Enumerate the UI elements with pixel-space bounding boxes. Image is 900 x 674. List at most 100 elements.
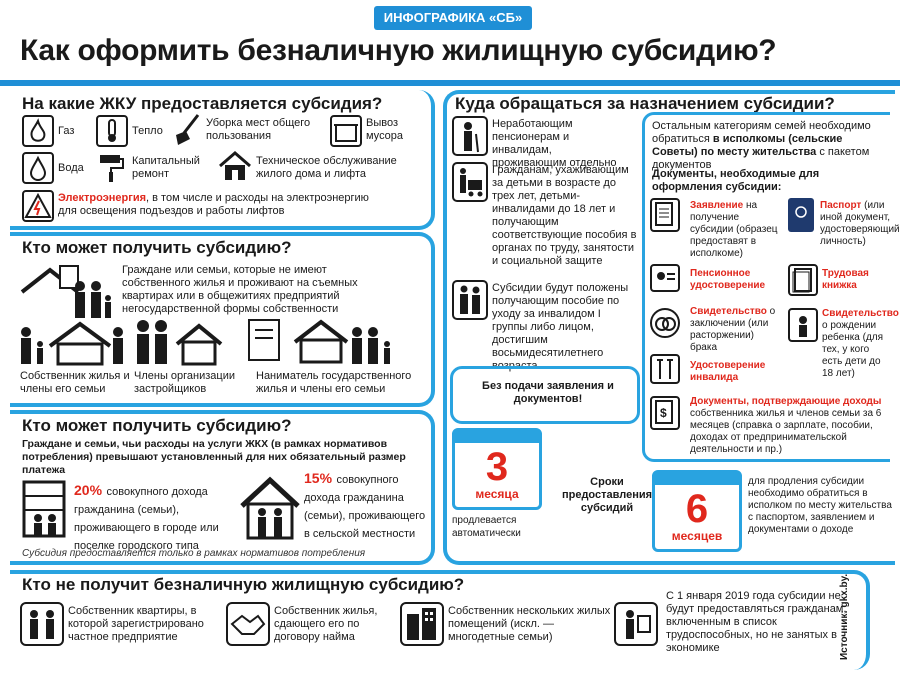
water-label: Вода [58,162,84,174]
village-house-icon [240,476,300,540]
doc-disability: Удостоверение инвалида [690,360,766,383]
handshake-icon [226,602,270,646]
months-6-label: месяцев [671,529,723,543]
passport-icon [788,198,814,232]
title-divider [0,80,900,86]
doc-application-desc: на получение субсидии (образец предостав… [690,200,778,259]
other-categories-box [642,112,890,462]
city-percent: 20% [74,482,103,498]
income-village-text: 15% совокупного дохода гражданина (семьи… [304,470,429,542]
electricity-label: Электроэнергия [58,192,147,204]
not-eligible-title: Кто не получит безналичную жилищную субс… [22,575,465,594]
other-text-1: Остальным категориям семей необходимо об… [652,120,871,145]
apply-parents: Гражданам, ухаживающим за детьми в возра… [492,164,637,267]
infographic-tag: ИНФОГРАФИКА «СБ» [374,6,532,30]
not-eligible-4: С 1 января 2019 года субсидии не будут п… [666,590,847,654]
garbage-label: Вывоз мусора [366,117,404,142]
eligibility-title: Кто может получить субсидию? [22,238,292,257]
thermometer-icon [96,115,128,147]
eligibility-desc: Граждане или семьи, которые не имеют соб… [122,264,358,315]
doc-income-title: Документы, подтверждающие доходы [690,396,882,407]
developers-icon [133,316,228,366]
income-doc-icon: $ [650,396,680,430]
no-application-text: Без подачи заявления и документов! [482,380,614,405]
utilities-panel [10,90,435,230]
months-6-number: 6 [685,487,709,531]
owner-family-icon [18,318,128,366]
buildings-icon [400,602,444,646]
paint-roller-icon [96,152,126,184]
heat-label: Тепло [132,125,163,137]
not-eligible-1: Собственник квартиры, в которой зарегист… [68,605,204,643]
utilities-title: На какие ЖКУ предоставляется субсидия? [22,94,383,113]
doc-application-title: Заявление [690,200,744,211]
income-note: Субсидия предоставляется только в рамках… [22,548,366,559]
owner-label: Собственник жилья и члены его семьи [20,370,130,395]
not-eligible-3: Собственник нескольких жилых помещений (… [448,605,611,643]
months-3-label: месяца [475,487,519,501]
tenant-label: Наниматель государственного жилья и член… [256,370,412,395]
extension-text: для продления субсидии необходимо обрати… [748,476,892,535]
eligibility-panel [10,232,435,407]
doc-pension: Пенсионное удостоверение [690,268,766,291]
income-desc: Граждане и семьи, чьи расходы на услуги … [22,438,406,476]
income-title: Кто может получить субсидию? [22,416,292,435]
page-title: Как оформить безналичную жилищную субсид… [20,34,777,67]
months-3-number: 3 [485,445,509,489]
calendar-3-months: 3 месяца [452,428,542,510]
developers-label: Члены организации застройщиков [134,370,235,395]
owner-business-icon [20,602,64,646]
doc-marriage: Свидетельство о заключении (или расторже… [690,306,780,354]
water-drop-icon [22,152,54,184]
stroller-icon [452,162,488,202]
caregiver-icon [452,280,488,320]
doc-marriage-desc: о заключении (или расторжении) брака [690,306,776,353]
village-text: совокупного дохода гражданина (семьи), п… [304,474,426,540]
documents-title: Документы, необходимые для оформления су… [652,168,820,193]
doc-passport: Паспорт (или иной документ, удостоверяющ… [820,200,900,248]
svg-text:$: $ [660,406,667,420]
doc-birth-title: Свидетельство [822,308,899,319]
no-application-box [450,366,640,424]
electricity-icon [22,190,54,222]
maintenance-label: Техническое обслуживание жилого дома и л… [256,155,397,180]
village-percent: 15% [304,470,333,486]
doc-passport-title: Паспорт [820,200,862,211]
other-text-2: с пакетом документов [652,146,870,171]
doc-income: Документы, подтверждающие доходы собстве… [690,396,888,456]
where-title: Куда обращаться за назначением субсидии? [455,94,835,113]
application-doc-icon [650,198,680,232]
apply-pensioners: Неработающим пенсионерам и инвалидам, пр… [492,118,617,169]
city-building-icon [20,478,70,538]
electricity-rest-2: для освещения подъездов и работы лифтов [58,205,285,217]
broom-icon [172,113,202,147]
gas-icon [22,115,54,147]
rings-icon [650,308,680,338]
doc-marriage-title: Свидетельство [690,306,767,317]
income-panel [10,410,435,565]
cleaning-label: Уборка мест общего пользования [206,117,311,142]
doc-passport-desc: (или иной документ, удостоверяющий лично… [820,200,900,247]
electricity-text: Электроэнергия, в том числе и расходы на… [58,192,428,218]
terms-label: Сроки предоставления субсидий [561,476,653,514]
not-eligible-2: Собственник жилья, сдающего его по догов… [274,605,378,643]
electricity-rest-1: , в том числе и расходы на электроэнерги… [146,192,369,204]
other-categories-text: Остальным категориям семей необходимо об… [652,120,888,172]
doc-application: Заявление на получение субсидии (образец… [690,200,780,260]
not-eligible-panel [10,570,870,670]
work-book-icon [788,264,818,296]
source-label: Источник: gkx.by. [839,573,850,660]
calendar-6-months: 6 месяцев [652,470,742,552]
doc-income-desc: собственника жилья и членов семьи за 6 м… [690,408,882,455]
doc-workbook: Трудовая книжка [822,268,869,291]
city-text: совокупного дохода гражданина (семьи), п… [74,486,219,552]
doc-birth-desc: о рождении ребенка (для тех, у кого есть… [822,320,884,379]
apply-caregivers: Субсидии будут положены получающим пособ… [492,282,629,372]
doc-birth: Свидетельство о рождении ребенка (для те… [822,308,899,380]
repair-label: Капитальный ремонт [132,155,200,180]
tenant-contract-icon [245,312,395,368]
pension-id-icon [650,264,680,292]
crutches-icon [650,354,680,384]
income-city-text: 20% совокупного дохода гражданина (семьи… [74,482,234,554]
trash-container-icon [330,115,362,147]
